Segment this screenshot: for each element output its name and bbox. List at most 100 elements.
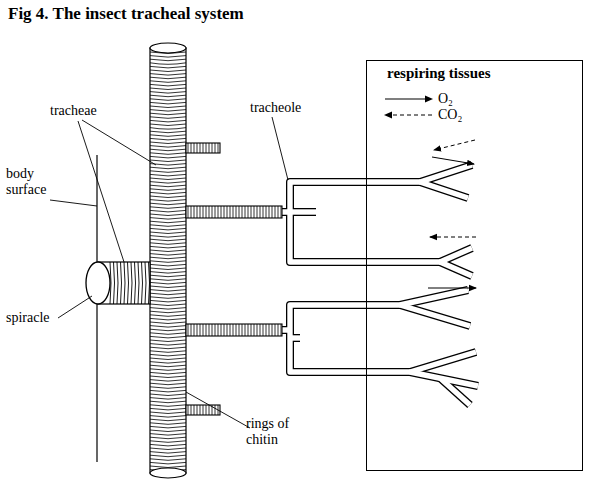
chitin-ring	[131, 262, 132, 304]
chitin-ring	[150, 426, 186, 428]
chitin-ring	[215, 324, 216, 336]
chitin-ring	[203, 206, 204, 218]
chitin-ring	[150, 178, 186, 180]
chitin-ring	[150, 408, 186, 410]
chitin-ring	[269, 206, 270, 218]
chitin-ring	[150, 354, 186, 356]
chitin-ring	[150, 326, 186, 328]
chitin-ring	[150, 160, 186, 162]
chitin-ring	[150, 282, 186, 284]
chitin-ring	[278, 206, 279, 218]
chitin-ring	[150, 153, 186, 155]
chitin-ring	[150, 84, 186, 86]
chitin-ring	[150, 261, 186, 263]
chitin-ring	[150, 376, 186, 378]
leader-line	[50, 200, 97, 206]
co2-arrow	[434, 140, 475, 150]
tracheole-outline	[400, 290, 468, 305]
chitin-ring	[197, 143, 198, 153]
chitin-ring	[150, 135, 186, 137]
tracheole-outline	[290, 208, 316, 216]
chitin-ring	[150, 239, 186, 241]
chitin-ring	[266, 324, 267, 336]
chitin-ring	[150, 113, 186, 115]
chitin-ring	[200, 143, 201, 153]
chitin-ring	[150, 322, 186, 324]
chitin-ring	[114, 262, 115, 304]
chitin-ring	[188, 324, 189, 336]
chitin-ring	[194, 324, 195, 336]
chitin-ring	[138, 262, 139, 304]
chitin-ring	[254, 206, 255, 218]
chitin-ring	[221, 206, 222, 218]
chitin-ring	[203, 405, 204, 415]
chitin-ring	[150, 77, 186, 79]
chitin-rings	[110, 262, 150, 304]
box-heading: respiring tissues	[387, 65, 490, 82]
chitin-ring	[145, 262, 146, 304]
chitin-ring	[150, 56, 186, 58]
chitin-ring	[188, 143, 189, 153]
chitin-ring	[150, 444, 186, 446]
chitin-ring	[209, 206, 210, 218]
chitin-ring	[150, 70, 186, 72]
chitin-ring	[150, 419, 186, 421]
chitin-ring	[150, 423, 186, 425]
chitin-ring	[150, 246, 186, 248]
tracheoles	[186, 165, 478, 405]
chitin-ring	[248, 206, 249, 218]
chitin-ring	[150, 257, 186, 259]
chitin-ring	[197, 405, 198, 415]
chitin-ring	[150, 380, 186, 382]
tissue-box: respiring tissues	[366, 60, 583, 471]
leader-line	[82, 120, 156, 165]
chitin-ring	[150, 146, 186, 148]
chitin-ring	[150, 329, 186, 331]
chitin-ring	[209, 324, 210, 336]
chitin-ring	[150, 254, 186, 256]
chitin-ring	[239, 324, 240, 336]
chitin-ring	[150, 336, 186, 338]
legend-sample	[384, 93, 434, 105]
chitin-ring	[218, 324, 219, 336]
chitin-ring	[150, 81, 186, 83]
chitin-ring	[150, 387, 186, 389]
chitin-ring	[218, 206, 219, 218]
tracheole-outline	[290, 182, 440, 262]
chitin-ring	[150, 142, 186, 144]
chitin-ring	[150, 264, 186, 266]
chitin-ring	[150, 340, 186, 342]
chitin-ring	[150, 448, 186, 450]
tracheole-lumen	[420, 182, 468, 198]
chitin-ring	[254, 324, 255, 336]
legend-text: CO₂	[438, 107, 462, 123]
co2-arrow	[430, 237, 476, 238]
tracheole-lumen	[420, 165, 472, 182]
legend-sample	[384, 109, 434, 121]
chitin-ring	[197, 324, 198, 336]
chitin-ring	[227, 206, 228, 218]
trachea-branch	[186, 405, 220, 415]
chitin-ring	[200, 324, 201, 336]
chitin-ring	[260, 206, 261, 218]
chitin-ring	[212, 143, 213, 153]
chitin-ring	[150, 59, 186, 61]
chitin-ring	[215, 143, 216, 153]
tracheole-outline	[420, 165, 472, 182]
chitin-ring	[194, 405, 195, 415]
chitin-ring	[218, 143, 219, 153]
trachea-tube	[150, 48, 186, 473]
chitin-ring	[251, 324, 252, 336]
trachea-end	[150, 468, 186, 478]
chitin-ring	[150, 286, 186, 288]
chitin-ring	[248, 324, 249, 336]
chitin-ring	[230, 324, 231, 336]
chitin-ring	[150, 394, 186, 396]
leader-line	[186, 392, 250, 428]
chitin-ring	[215, 206, 216, 218]
chitin-ring	[150, 437, 186, 439]
chitin-ring	[150, 182, 186, 184]
tracheole-lumen	[410, 352, 476, 372]
chitin-ring	[150, 390, 186, 392]
trachea-branch	[186, 206, 282, 218]
